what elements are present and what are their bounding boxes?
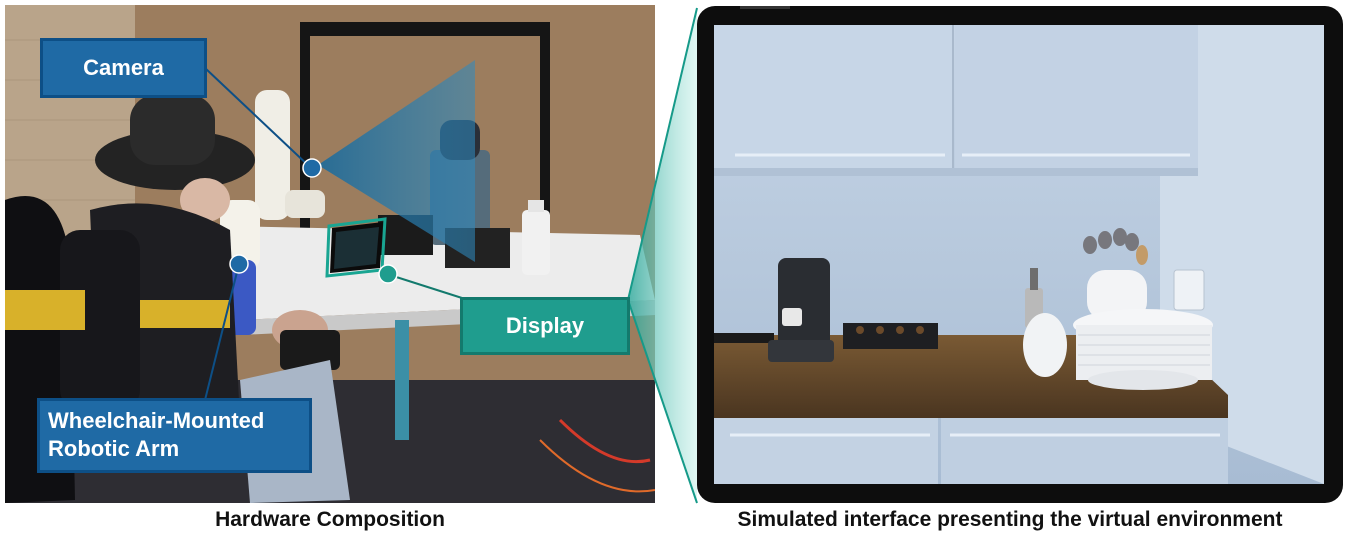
display-label: Display [505,313,585,338]
virtual-environment-view [714,25,1324,484]
display-callout-line [389,274,463,299]
camera-callout-line [204,67,312,169]
caption-hardware-composition: Hardware Composition [215,508,445,531]
robotic-arm-callout: Wheelchair-Mounted Robotic Arm [37,398,312,473]
arm-marker [229,254,249,274]
display-marker [378,264,398,284]
camera-label: Camera [83,55,164,80]
arm-callout-line [204,267,239,401]
caption-simulated-interface: Simulated interface presenting the virtu… [737,508,1283,531]
display-callout: Display [460,297,630,355]
camera-marker [302,158,322,178]
camera-callout: Camera [40,38,207,98]
zoom-wedge [628,8,697,503]
robotic-arm-label-line2: Robotic Arm [48,436,180,461]
robotic-arm-label-line1: Wheelchair-Mounted [48,408,265,433]
